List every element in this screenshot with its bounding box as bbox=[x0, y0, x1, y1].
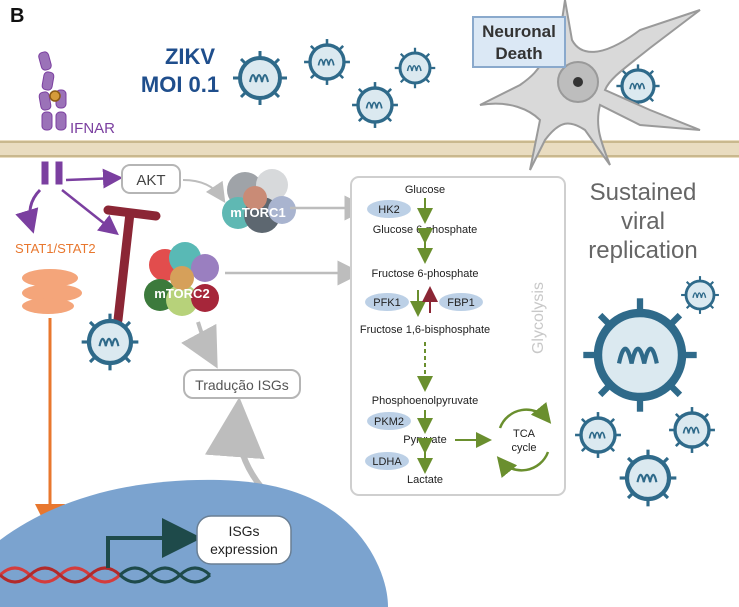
virus-particle bbox=[573, 410, 623, 460]
pfk1-label: PFK1 bbox=[373, 297, 401, 309]
fructose-1-6-bisphosphate: Fructose 1,6-bisphosphate bbox=[360, 324, 490, 336]
lactate: Lactate bbox=[407, 474, 443, 486]
akt-label: AKT bbox=[136, 172, 165, 189]
virus-particle bbox=[231, 49, 289, 107]
translation-box bbox=[183, 369, 301, 399]
tca-label-line2: cycle bbox=[511, 442, 536, 454]
ifnar-label: IFNAR bbox=[70, 120, 115, 137]
virus-particle bbox=[679, 274, 721, 316]
sustained-line1: Sustained bbox=[590, 179, 697, 206]
pfk1-enzyme bbox=[365, 293, 409, 311]
fbp1-label: FBP1 bbox=[447, 297, 475, 309]
mtorc1-complex-icon bbox=[222, 169, 296, 233]
panel-label: B bbox=[10, 5, 24, 27]
inhibition-cap bbox=[103, 205, 161, 221]
tca-cycle-arrow-top bbox=[498, 402, 552, 429]
isgs-expression-box bbox=[196, 515, 292, 565]
ldha-label: LDHA bbox=[372, 456, 402, 468]
arrow-mtorc2-translation bbox=[181, 321, 218, 369]
pkm2-label: PKM2 bbox=[374, 416, 404, 428]
pyruvate: Pyruvate bbox=[403, 434, 446, 446]
arrow-ifnar-akt bbox=[65, 168, 123, 189]
virus-particle bbox=[583, 298, 696, 411]
mtorc2-label: mTORC2 bbox=[154, 286, 209, 301]
akt-box bbox=[121, 164, 181, 194]
glycolysis-title: Glycolysis bbox=[530, 282, 547, 354]
arrow-ifnar-mtorc2 bbox=[61, 189, 119, 236]
sustained-line2: viral bbox=[621, 208, 665, 235]
inhibition-bar bbox=[113, 208, 135, 325]
fbp1-enzyme bbox=[439, 293, 483, 311]
stat-label: STAT1/STAT2 bbox=[15, 241, 96, 256]
virus-particle bbox=[393, 46, 437, 90]
glucose-6-phosphate: Glucose 6-phosphate bbox=[373, 224, 478, 236]
glucose: Glucose bbox=[405, 184, 445, 196]
ifnar-receptor-icon bbox=[38, 51, 67, 185]
stat-dimer-icon bbox=[22, 269, 82, 314]
isgs-label-line1: ISGs bbox=[228, 523, 259, 539]
hk2-label: HK2 bbox=[378, 204, 399, 216]
ldha-enzyme bbox=[365, 452, 409, 470]
pkm2-enzyme bbox=[367, 412, 411, 430]
cell-membrane bbox=[0, 140, 739, 158]
arrow-nucleus-translation bbox=[204, 397, 265, 490]
neuronal-death-line1: Neuronal bbox=[482, 22, 556, 41]
virus-particle bbox=[667, 405, 717, 455]
translation-label: Tradução ISGs bbox=[195, 377, 289, 393]
moi-label: MOI 0.1 bbox=[141, 72, 219, 97]
neuronal-death-box bbox=[472, 16, 566, 68]
virus-particle bbox=[350, 80, 400, 130]
virus-particle-intracellular bbox=[82, 314, 139, 371]
sustained-line3: replication bbox=[588, 237, 697, 264]
isgs-label-line2: expression bbox=[210, 541, 278, 557]
neuronal-death-line2: Death bbox=[495, 44, 542, 63]
virus-particle bbox=[620, 450, 677, 507]
virus-label: ZIKV bbox=[165, 44, 215, 69]
phosphoenolpyruvate: Phosphoenolpyruvate bbox=[372, 395, 478, 407]
arrow-akt-mtorc1 bbox=[182, 179, 226, 203]
ligand-icon bbox=[49, 90, 61, 102]
tca-cycle-arrow-bottom bbox=[496, 451, 550, 478]
arrow-ifnar-stat bbox=[15, 188, 42, 234]
fructose-6-phosphate: Fructose 6-phosphate bbox=[371, 268, 478, 280]
nucleus bbox=[0, 479, 388, 607]
mtorc1-label: mTORC1 bbox=[230, 205, 285, 220]
hk2-enzyme bbox=[367, 200, 411, 218]
mtorc2-complex-icon bbox=[144, 242, 219, 316]
virus-particle bbox=[302, 37, 352, 87]
transcription-start-arrow bbox=[106, 518, 202, 568]
tca-label-line1: TCA bbox=[513, 428, 536, 440]
dna-helix-icon bbox=[0, 566, 212, 584]
